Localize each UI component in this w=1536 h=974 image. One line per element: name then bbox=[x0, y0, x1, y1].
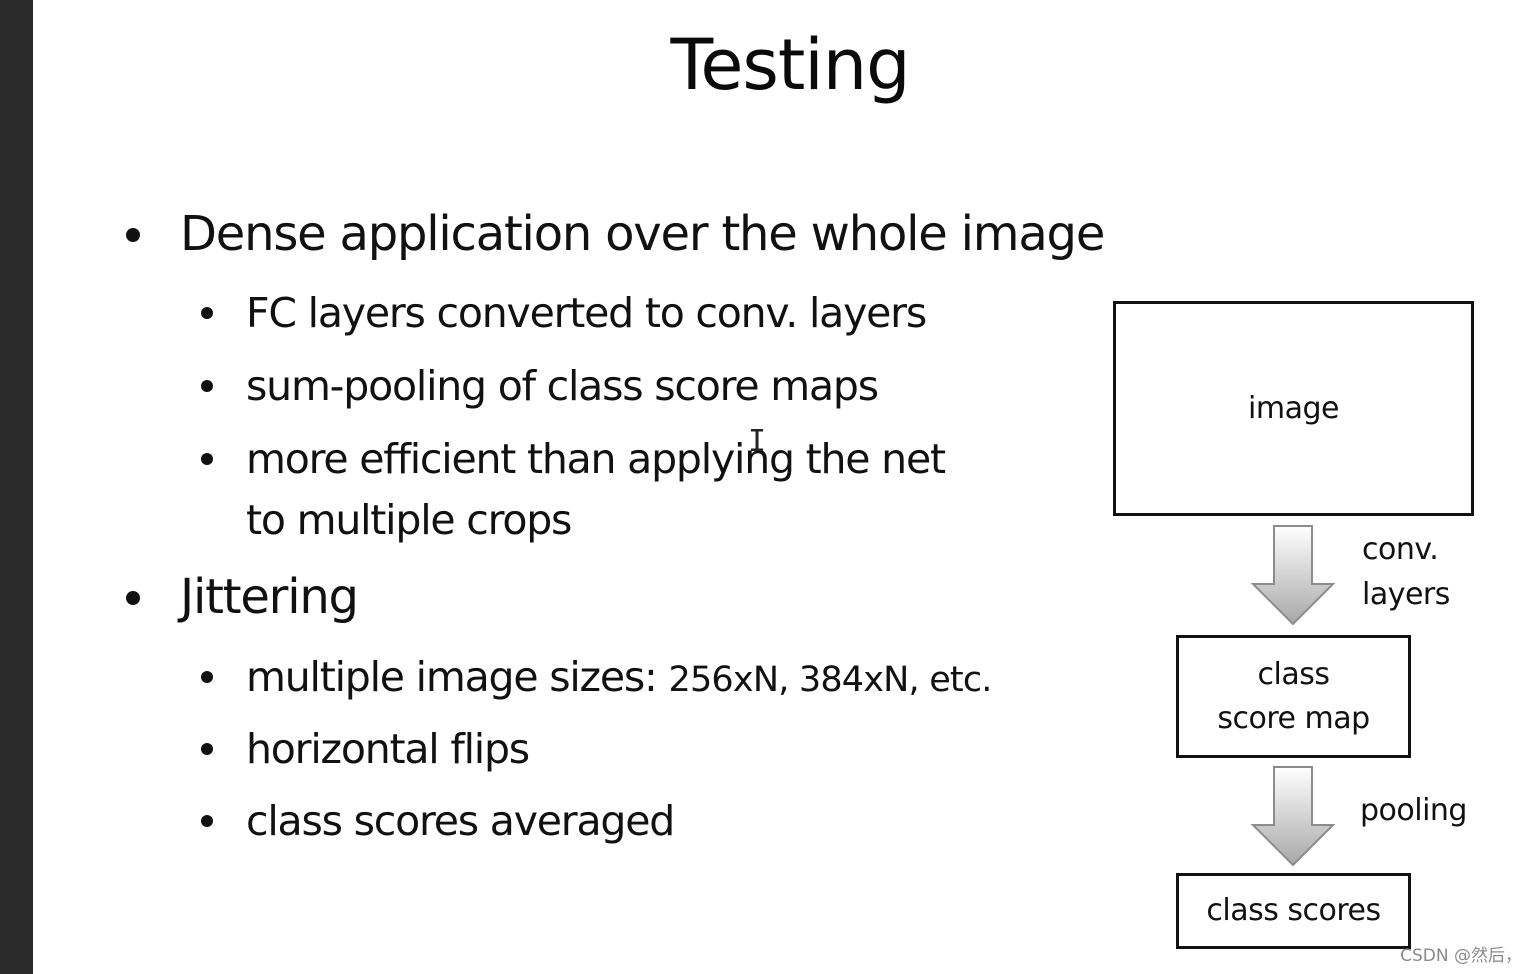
diagram-class-scores-box: class scores bbox=[1176, 873, 1411, 949]
bullet-dot bbox=[201, 743, 213, 755]
down-arrow-icon bbox=[1250, 766, 1336, 867]
sub-bullet-class-scores-averaged: class scores averaged bbox=[246, 797, 675, 845]
sub-bullet-more-efficient-cont: to multiple crops bbox=[246, 496, 572, 544]
diagram-class-score-map-box: class score map bbox=[1176, 635, 1411, 758]
bullet-dot bbox=[126, 228, 140, 242]
image-sizes-values: 256xN, 384xN, etc. bbox=[668, 660, 993, 700]
bullet-dot bbox=[201, 815, 213, 827]
bullet-dot bbox=[201, 453, 213, 465]
map-box-line2: score map bbox=[1217, 700, 1370, 736]
image-sizes-prefix: multiple image sizes: bbox=[246, 653, 669, 701]
bullet-dot bbox=[201, 307, 213, 319]
sub-bullet-image-sizes: multiple image sizes: 256xN, 384xN, etc. bbox=[246, 646, 992, 711]
text-cursor-icon: I bbox=[748, 424, 767, 459]
sub-bullet-horizontal-flips: horizontal flips bbox=[246, 725, 530, 773]
conv-label-line2: layers bbox=[1362, 577, 1450, 612]
bullet-dot bbox=[201, 671, 213, 683]
down-arrow-icon bbox=[1250, 525, 1336, 626]
diagram-image-box: image bbox=[1113, 301, 1474, 516]
bullet-dense-application: Dense application over the whole image bbox=[180, 206, 1105, 262]
map-box-line1: class bbox=[1257, 656, 1330, 692]
bullet-jittering: Jittering bbox=[180, 569, 359, 625]
conv-label-line1: conv. bbox=[1362, 532, 1439, 567]
left-edge-bar bbox=[0, 0, 33, 974]
sub-bullet-fc-layers: FC layers converted to conv. layers bbox=[246, 289, 927, 337]
bullet-dot bbox=[126, 591, 140, 605]
sub-bullet-sum-pooling: sum-pooling of class score maps bbox=[246, 362, 879, 410]
sub-bullet-more-efficient: more efficient than applying the net bbox=[246, 435, 946, 483]
pooling-label: pooling bbox=[1360, 793, 1467, 828]
bullet-dot bbox=[201, 380, 213, 392]
conv-layers-label: conv. layers bbox=[1362, 527, 1450, 617]
csdn-watermark: CSDN @然后， bbox=[1400, 946, 1522, 966]
slide-title: Testing bbox=[670, 24, 910, 106]
